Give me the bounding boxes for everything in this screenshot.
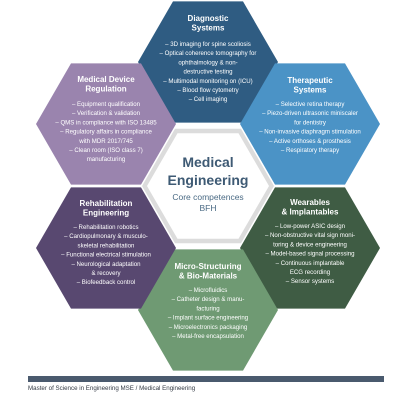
- hexagon-wearables-item: – Sensor systems: [286, 278, 334, 285]
- hexagon-rehabilitation-item: – Functional electrical stimulation: [61, 252, 151, 259]
- hexagon-medical-device-item: manufacturing: [87, 156, 126, 163]
- hexagon-microstructuring-item: facturing: [196, 305, 219, 312]
- hexagon-diagnostic-item: – Blood flow cytometry: [177, 87, 239, 94]
- hexagon-therapeutic-item: – Active orthoses & prosthesis: [269, 138, 351, 145]
- hexagon-rehabilitation-item: – Neurological adaptation: [71, 261, 140, 268]
- center-subtitle-line1: Core competences: [172, 192, 243, 202]
- center-title-line2: Engineering: [168, 172, 249, 188]
- hexagon-wearables-item: – Non-obstructive vital sign moni-: [265, 232, 355, 239]
- hexagon-microstructuring-item: – Microfluidics: [189, 287, 228, 294]
- hexagon-diagnostic-item: – Multimodal monitoring on (ICU): [163, 78, 252, 85]
- hexagon-therapeutic-title: Systems: [294, 86, 327, 95]
- center-hexagon-fill: [147, 133, 269, 239]
- hexagon-diagnostic-item: – 3D imaging for spine scoliosis: [165, 41, 251, 48]
- hexagon-wearables-item: ECG recording: [290, 269, 330, 276]
- hexagon-diagnostic-item: ophthalmology & non-: [178, 59, 237, 66]
- hexagon-therapeutic-shape: [240, 63, 380, 185]
- footer-text: Master of Science in Engineering MSE / M…: [28, 385, 196, 392]
- footer-bar: Master of Science in Engineering MSE / M…: [28, 376, 384, 392]
- hexagon-wearables-item: – Continuous implantable: [276, 260, 345, 267]
- hexagon-diagnostic-item: destructive testing: [183, 69, 232, 76]
- hexagon-therapeutic-item: – Respiratory therapy: [281, 147, 340, 154]
- hexagon-wearables-item: toring & device engineering: [273, 241, 347, 248]
- center-subtitle-line2: BFH: [200, 203, 217, 213]
- hexagon-medical-device-item: with MDR 2017/745: [78, 138, 133, 145]
- hexagon-therapeutic-item: – Non-invasive diaphragm stimulation: [259, 129, 361, 136]
- hexagon-medical-device-title: Regulation: [85, 85, 126, 94]
- hexagon-microstructuring-item: – Catheter design & manu-: [172, 296, 245, 303]
- hexagon-therapeutic-item: for dentistry: [294, 119, 327, 126]
- hexagon-medical-device-title: Medical Device: [77, 75, 135, 84]
- hexagon-rehabilitation-item: & recovery: [91, 270, 121, 277]
- hexagon-microstructuring-item: – Implant surface engineering: [168, 315, 248, 322]
- hexagon-microstructuring-shape: [138, 249, 278, 371]
- hexagon-wearables: Wearables& Implantables – Low-power ASIC …: [240, 187, 380, 309]
- hexagon-rehabilitation-shape: [36, 187, 176, 309]
- hexagon-diagnostic-shape: [138, 1, 278, 123]
- hexagon-wearables-title: Wearables: [290, 198, 330, 207]
- hexagon-rehabilitation-title: Engineering: [83, 209, 129, 218]
- hexagon-medical-device-item: – Verification & validation: [72, 110, 140, 117]
- hexagon-therapeutic-title: Therapeutic: [287, 76, 333, 85]
- hexagon-wearables-item: – Low-power ASIC design: [275, 223, 345, 230]
- hexagon-medical-device-item: – Equipment qualification: [72, 101, 140, 108]
- hexagon-wearables-shape: [240, 187, 380, 309]
- hexagon-diagnostic-title: Systems: [192, 24, 225, 33]
- hexagon-rehabilitation-item: – Rehabilitation robotics: [73, 224, 138, 231]
- hexagon-medical-device-shape: [36, 63, 176, 185]
- hexagon-diagnostic-item: – Cell imaging: [189, 96, 228, 103]
- hexagon-wearables-item: – Model-based signal processing: [265, 251, 354, 258]
- hexagon-medical-device-item: – Regulatory affairs in compliance: [60, 129, 152, 136]
- hexagon-diagnostic-title: Diagnostic: [188, 14, 229, 23]
- hexagon-microstructuring-item: – Microelectronics packaging: [169, 324, 248, 331]
- hexagon-therapeutic-item: – Selective retina therapy: [276, 101, 346, 108]
- hexagon-rehabilitation-item: – Cardiopulmonary & musculo-: [64, 233, 148, 240]
- hexagon-rehabilitation-item: – Biofeedback control: [77, 279, 136, 286]
- center-title-line1: Medical: [182, 154, 233, 170]
- hexagon-microstructuring: Micro-Structuring& Bio-Materials – Microf…: [138, 249, 278, 371]
- hexagon-rehabilitation-item: skeletal rehabilitation: [78, 242, 135, 249]
- hexagon-wearables-title: & Implantables: [282, 208, 339, 217]
- hexagon-therapeutic-item: – Piezo-driven ultrasonic miniscaler: [262, 110, 358, 117]
- hexagon-medical-device-item: – QMS in compliance with ISO 13485: [55, 119, 157, 126]
- hexagon-rehabilitation-title: Rehabilitation: [80, 199, 133, 208]
- hexagon-medical-device-item: – Clean room (ISO class 7): [69, 147, 143, 154]
- hexagon-microstructuring-title: & Bio-Materials: [179, 272, 238, 281]
- hexagon-microstructuring-item: – Metal-free encapsulation: [172, 333, 244, 340]
- hexagon-diagnostic-item: – Optical coherence tomography for: [160, 50, 257, 57]
- hexagon-microstructuring-title: Micro-Structuring: [174, 262, 241, 271]
